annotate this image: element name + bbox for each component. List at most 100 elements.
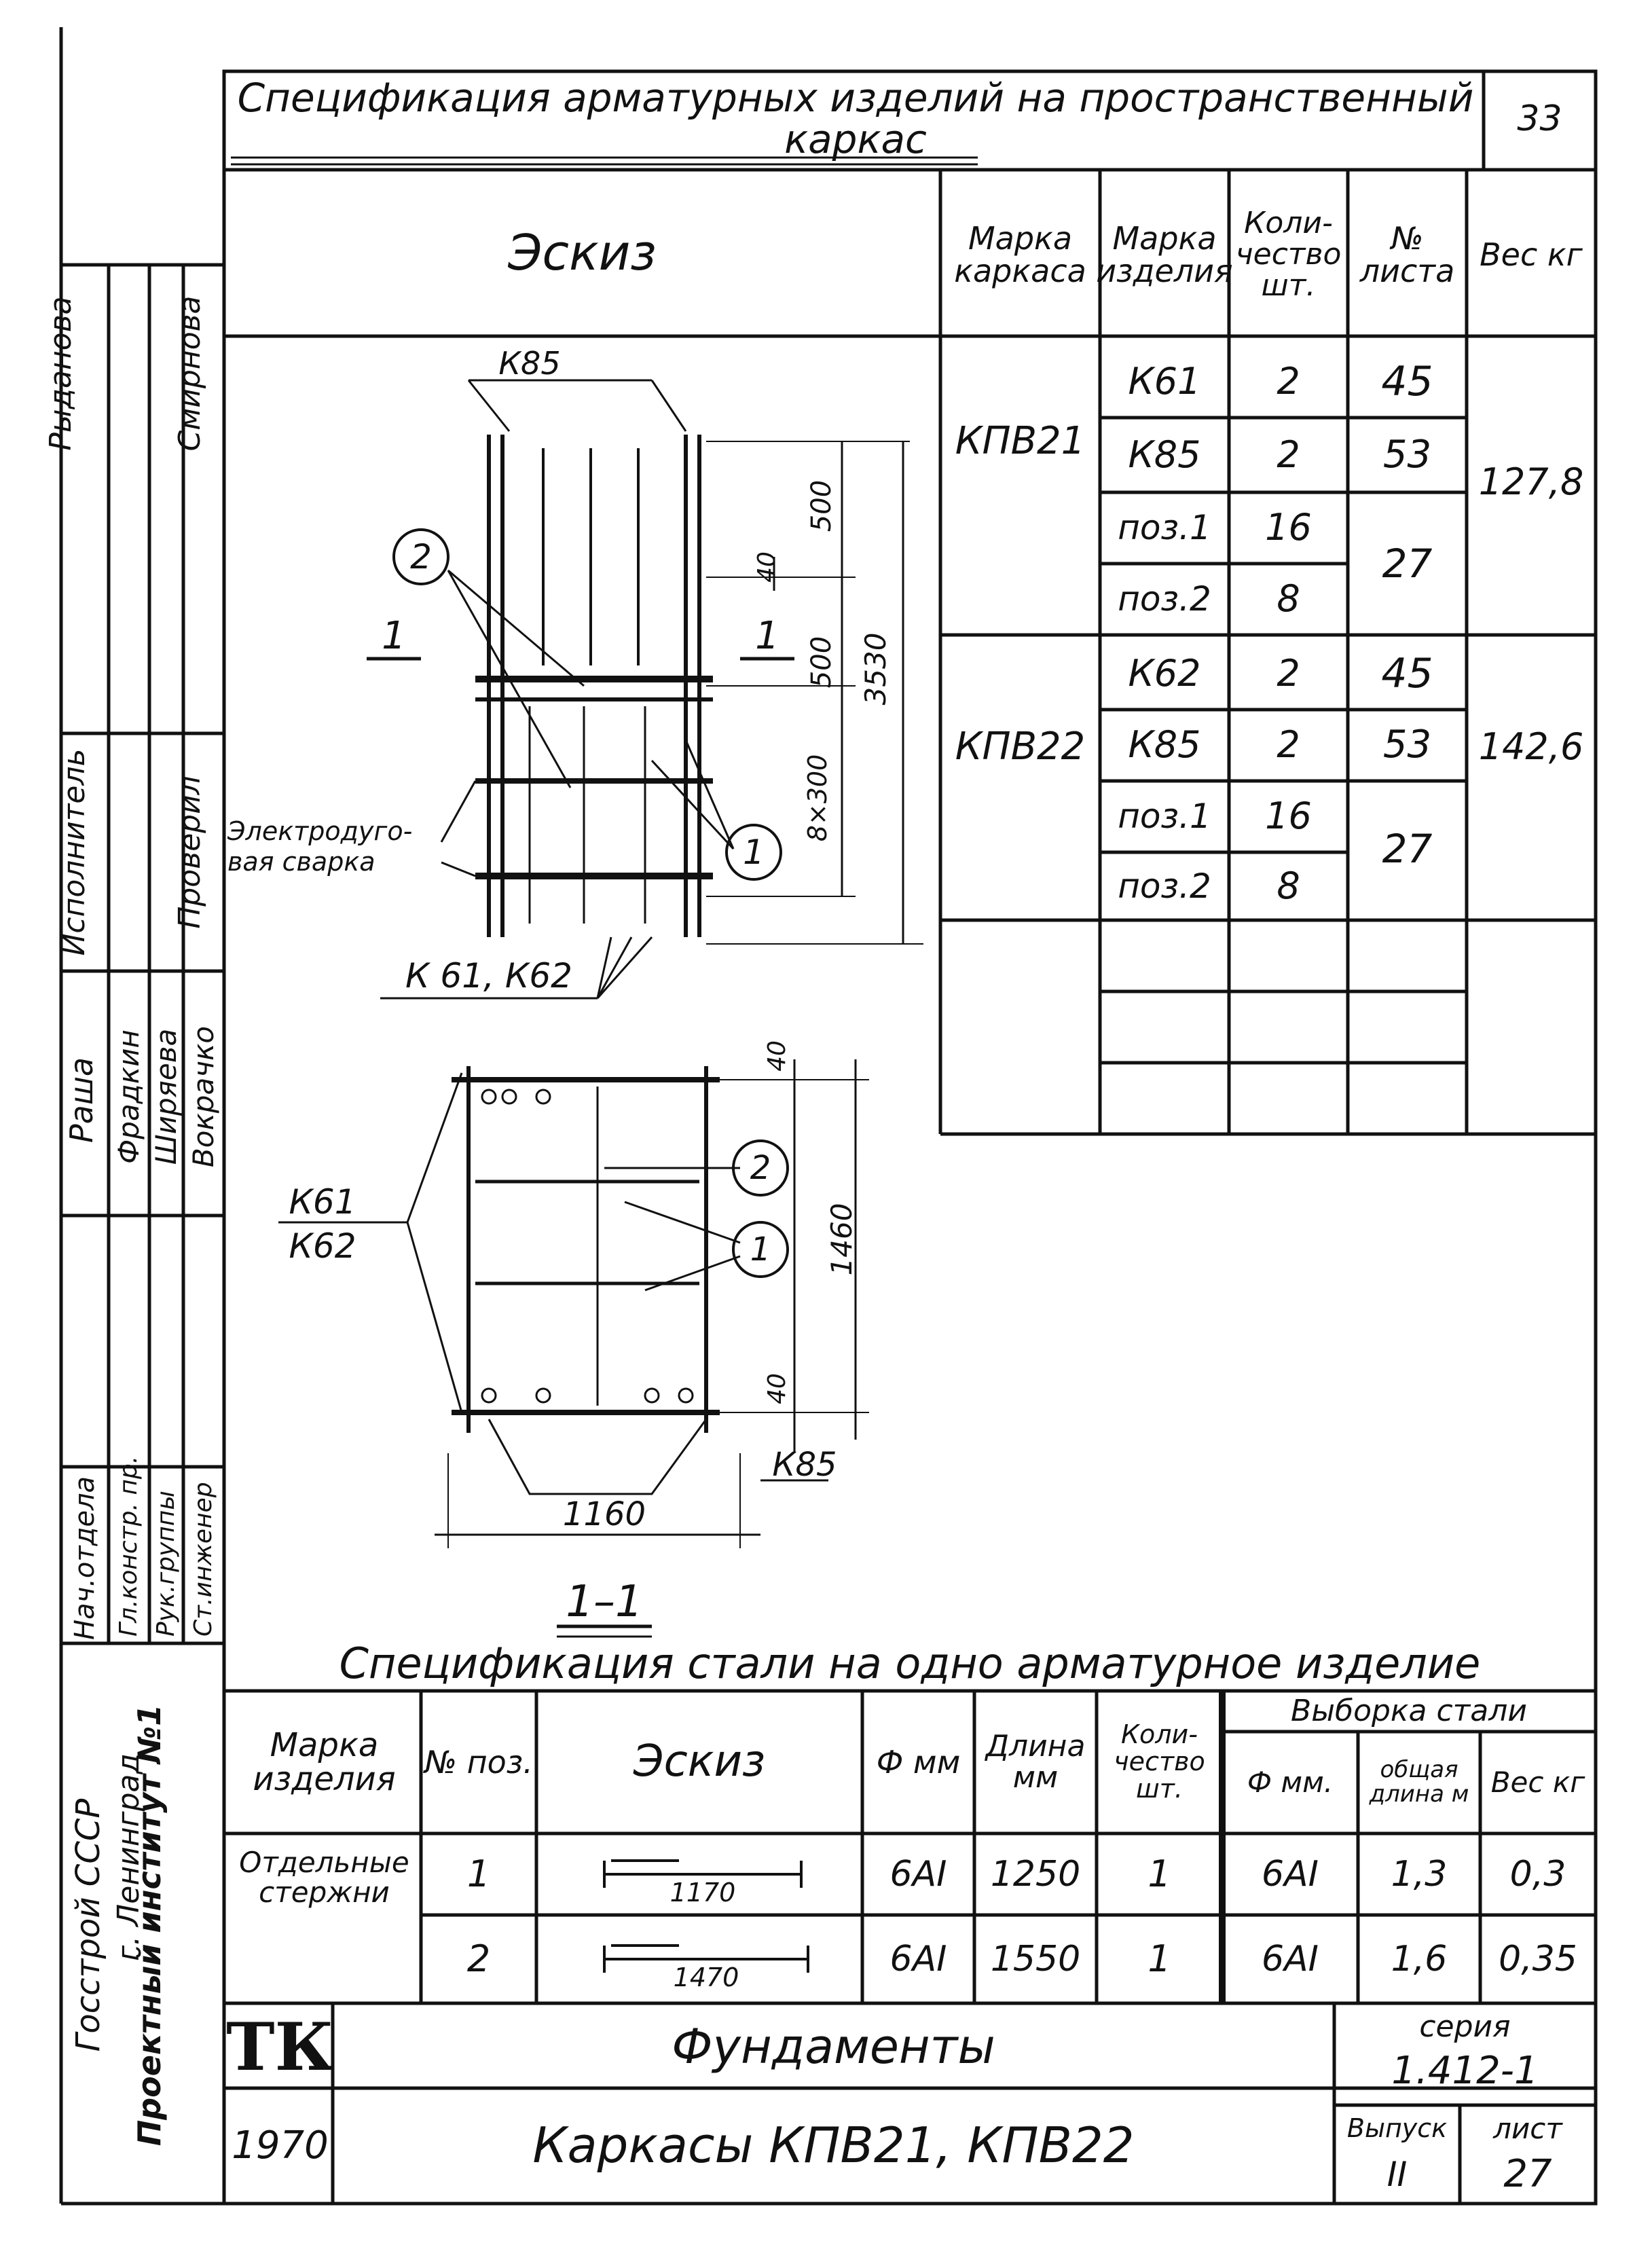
series-value: 1.412-1	[1391, 2048, 1539, 2093]
label-k61-k62: К 61, К62	[405, 956, 572, 996]
col-weight: Вес кг	[1480, 236, 1583, 273]
name-3: Ширяева	[149, 1028, 183, 1165]
section-1-1	[278, 1059, 869, 1638]
dim-40-bot: 40	[763, 1373, 792, 1404]
sheet-label: лист	[1493, 2111, 1562, 2145]
item-sheet: 53	[1382, 432, 1432, 477]
item-qty: 2	[1277, 723, 1300, 767]
name-1: Раша	[63, 1057, 100, 1144]
callout-1-circle	[725, 824, 782, 881]
row-total: 1,3	[1391, 1853, 1448, 1895]
role-group: Рук.группы	[152, 1491, 180, 1637]
drawing-title: Каркасы КПВ21, КПВ22	[532, 2117, 1135, 2174]
hdr-selection: Выборка стали	[1291, 1693, 1527, 1728]
row-qty: 1	[1148, 1852, 1171, 1895]
dim-3530: 3530	[858, 632, 892, 706]
issue-value: II	[1387, 2155, 1408, 2195]
steel-spec-title: Спецификация стали на одно арматурное из…	[339, 1639, 1481, 1689]
hdr-length: Длина мм	[985, 1728, 1086, 1795]
hdr-mark: Марка изделия	[253, 1726, 396, 1798]
dim-1460: 1460	[824, 1203, 858, 1276]
item-qty: 2	[1277, 652, 1300, 695]
row-weight: 0,35	[1499, 1938, 1577, 1979]
weld-note-line2: вая сварка	[227, 847, 375, 877]
row-phi: 6АI	[889, 1853, 947, 1895]
frame-mark-1: КПВ21	[955, 418, 1086, 463]
callout-1-section: 1	[750, 1230, 771, 1268]
sheet-value: 27	[1503, 2152, 1552, 2197]
row-total: 1,6	[1391, 1938, 1448, 1979]
callout-2-section: 2	[750, 1148, 771, 1187]
callout-1: 1	[743, 832, 765, 872]
role-chief: Гл.констр. пр.	[115, 1455, 143, 1637]
hdr-pos: № поз.	[424, 1743, 533, 1781]
item-qty: 8	[1277, 577, 1300, 621]
item-mark: К85	[1128, 433, 1201, 476]
row-weight: 0,3	[1509, 1853, 1566, 1895]
item-sheet: 45	[1381, 650, 1433, 697]
item-mark: К61	[1128, 360, 1201, 403]
item-qty: 16	[1265, 795, 1312, 838]
item-mark: К85	[1128, 723, 1201, 767]
frame-weight-2: 142,6	[1478, 725, 1584, 768]
row-sel-phi: 6АI	[1262, 1938, 1319, 1979]
name-4: Вокрачко	[187, 1025, 220, 1168]
sheet-page-number: 33	[1517, 98, 1562, 139]
hdr-sketch: Эскиз	[633, 1736, 766, 1787]
col-sheet-no: № листа	[1359, 219, 1455, 289]
year: 1970	[232, 2123, 329, 2168]
item-qty: 8	[1277, 864, 1300, 907]
dim-40-top: 40	[763, 1040, 792, 1072]
row-sketch-len: 1170	[669, 1877, 736, 1908]
frame-mark-2: КПВ22	[955, 724, 1086, 769]
dim-500-b: 500	[806, 636, 837, 689]
col-item-mark: Марка изделия	[1096, 219, 1233, 289]
section-mark-left: 1	[382, 614, 406, 659]
subject: Фундаменты	[672, 2019, 995, 2075]
role-checker: Проверил	[172, 775, 207, 929]
issue-label: Выпуск	[1346, 2113, 1448, 2144]
name-2: Фрадкин	[112, 1029, 145, 1164]
dim-1160: 1160	[562, 1495, 646, 1533]
hdr-sel-total: общая длина м	[1369, 1756, 1469, 1808]
row-sketch-len: 1470	[673, 1962, 739, 1992]
row-length: 1250	[990, 1853, 1081, 1895]
row-sel-phi: 6АI	[1262, 1853, 1319, 1895]
item-mark: поз.1	[1118, 797, 1211, 837]
name-checker: Смирнова	[172, 295, 207, 452]
row-qty: 1	[1148, 1937, 1171, 1980]
sketch-header: Эскиз	[508, 223, 657, 281]
callout-2-circle-b	[732, 1139, 789, 1197]
mark-value: Отдельные стержни	[239, 1845, 409, 1909]
item-sheet: 27	[1382, 825, 1433, 872]
role-executor: Исполнитель	[57, 748, 92, 956]
hdr-phi: Ф мм	[876, 1743, 961, 1781]
row-pos: 1	[466, 1852, 491, 1895]
col-quantity: Коли-чество шт.	[1235, 205, 1342, 304]
tk-logo: ТК	[226, 2008, 334, 2085]
bar-sketches	[603, 1859, 809, 1973]
row-pos: 2	[466, 1937, 491, 1980]
frame-weight-1: 127,8	[1478, 460, 1584, 503]
item-mark: К62	[1128, 652, 1201, 695]
callout-2-circle	[392, 528, 449, 585]
hdr-qty: Коли-чество шт.	[1114, 1719, 1205, 1804]
item-mark: поз.2	[1118, 579, 1211, 619]
section-mark-right: 1	[755, 614, 779, 659]
dim-40: 40	[753, 551, 782, 583]
label-k85-bottom: К85	[772, 1446, 837, 1484]
hdr-sel-weight: Вес кг	[1490, 1765, 1585, 1799]
hdr-sel-phi: Ф мм.	[1247, 1765, 1334, 1799]
series-label: серия	[1419, 2009, 1511, 2044]
item-sheet: 53	[1382, 723, 1432, 767]
label-k61: К61	[289, 1182, 356, 1222]
frame-elevation	[367, 379, 923, 1000]
org-line-3: г. Ленинград	[111, 1753, 146, 1961]
col-frame-mark: Марка каркаса	[954, 219, 1086, 289]
item-qty: 2	[1277, 433, 1300, 476]
dim-500-a: 500	[806, 479, 837, 532]
item-sheet: 45	[1381, 358, 1433, 405]
row-phi: 6АI	[889, 1938, 947, 1979]
item-mark: поз.2	[1118, 866, 1211, 906]
